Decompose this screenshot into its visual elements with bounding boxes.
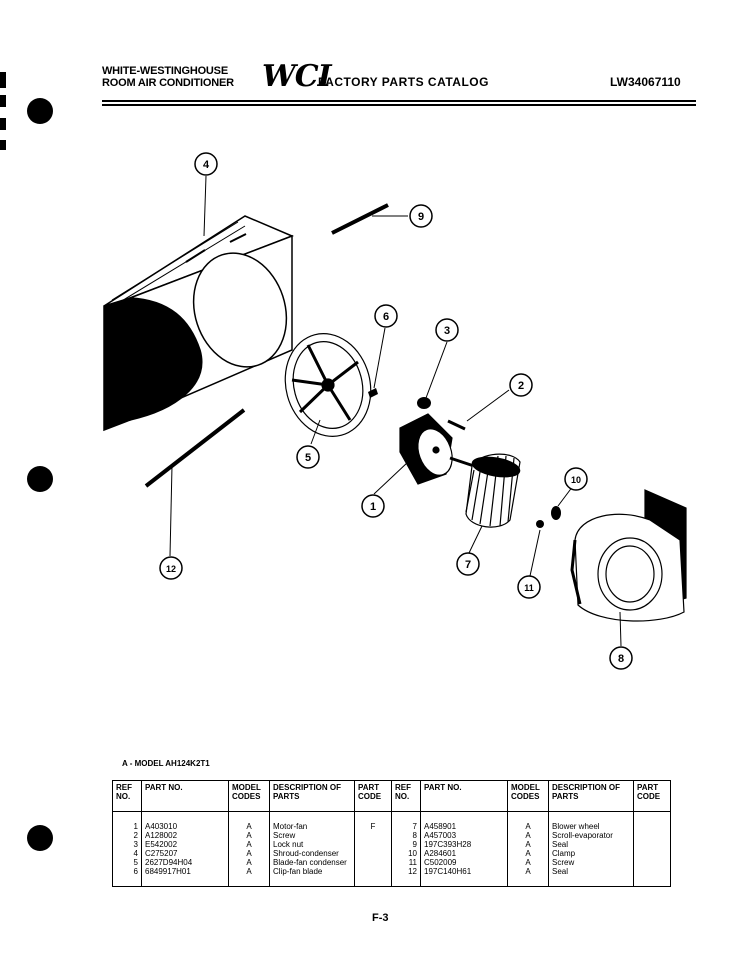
callout-4-label: 4	[203, 159, 210, 171]
seal-lower	[144, 408, 246, 488]
brand-block: WHITE-WESTINGHOUSE ROOM AIR CONDITIONER	[102, 65, 234, 89]
seal-upper	[331, 203, 389, 235]
col-ref-right: REF NO.	[391, 780, 421, 812]
callout-12-label: 12	[166, 564, 176, 574]
table-row: 6 6849917H01 A Clip-fan blade 12 197C140…	[112, 867, 671, 876]
edge-mark-2	[0, 95, 6, 107]
callout-11-label: 11	[524, 583, 534, 593]
binder-hole-bottom	[27, 825, 53, 851]
screw-2	[447, 419, 466, 431]
col-desc-left: DESCRIPTION OF PARTS	[269, 780, 355, 812]
col-code-right: PART CODE	[633, 780, 671, 812]
callout-1	[361, 494, 385, 518]
callout-7-label: 7	[465, 559, 471, 571]
parts-table-header: REF NO. PART NO. MODEL CODES DESCRIPTION…	[112, 780, 671, 812]
callout-9	[409, 204, 433, 228]
callout-9-label: 9	[418, 211, 424, 223]
edge-mark-4	[0, 140, 6, 150]
col-code-left: PART CODE	[354, 780, 392, 812]
callout-10-label: 10	[571, 475, 581, 485]
callout-12	[159, 556, 183, 580]
callout-5-label: 5	[305, 452, 311, 464]
table-spacer-row	[112, 876, 671, 887]
col-model-right: MODEL CODES	[507, 780, 549, 812]
blower-wheel	[465, 453, 521, 528]
callout-3-label: 3	[444, 325, 450, 337]
callouts	[159, 152, 633, 670]
col-part-right: PART NO.	[420, 780, 508, 812]
table-spacer-row	[112, 811, 671, 822]
catalog-number: LW34067110	[610, 75, 681, 89]
callout-6-label: 6	[383, 311, 389, 323]
col-model-left: MODEL CODES	[228, 780, 270, 812]
callout-5	[296, 445, 320, 469]
col-part-left: PART NO.	[141, 780, 229, 812]
clamp	[551, 506, 561, 520]
callout-6	[374, 304, 398, 328]
catalog-title: FACTORY PARTS CATALOG	[318, 75, 489, 89]
motor-fan	[399, 413, 475, 485]
brand-line-2: ROOM AIR CONDITIONER	[102, 77, 234, 89]
brand-line-1: WHITE-WESTINGHOUSE	[102, 65, 228, 77]
edge-mark-3	[0, 118, 6, 130]
callout-2	[509, 373, 533, 397]
binder-hole-middle	[27, 466, 53, 492]
wci-logo: WCI	[262, 59, 332, 94]
screw-11	[536, 520, 544, 528]
table-row: 5 2627D94H04 A Blade-fan condenser 11 C5…	[112, 858, 671, 867]
table-row: 2 A128002 A Screw 8 A457003 A Scroll-eva…	[112, 831, 671, 840]
callout-3	[435, 318, 459, 342]
col-desc-right: DESCRIPTION OF PARTS	[548, 780, 634, 812]
header-rule-top	[102, 100, 696, 102]
leader-lines	[169, 175, 622, 647]
model-line: A - MODEL AH124K2T1	[122, 759, 210, 768]
table-row: 3 E542002 A Lock nut 9 197C393H28 A Seal	[112, 840, 671, 849]
callout-11	[517, 575, 541, 599]
callout-8-label: 8	[618, 653, 624, 665]
header-rule-bottom	[102, 104, 696, 106]
callout-8	[609, 646, 633, 670]
table-row: 1 A403010 A Motor-fan F 7 A458901 A Blow…	[112, 822, 671, 831]
clip-fan-blade	[368, 388, 378, 398]
callout-7	[456, 552, 480, 576]
scroll-evaporator	[570, 489, 687, 622]
edge-mark-1	[0, 72, 6, 88]
parts-table: REF NO. PART NO. MODEL CODES DESCRIPTION…	[112, 780, 671, 887]
callout-1-label: 1	[370, 501, 376, 513]
shroud-condenser	[103, 215, 295, 432]
binder-hole-top	[27, 98, 53, 124]
callout-2-label: 2	[518, 380, 524, 392]
fan-blade-condenser	[284, 333, 372, 437]
table-row: 4 C275207 A Shroud-condenser 10 A284601 …	[112, 849, 671, 858]
callout-4	[194, 152, 218, 176]
lock-nut	[417, 397, 431, 409]
col-ref-left: REF NO.	[112, 780, 142, 812]
callout-10	[564, 467, 588, 491]
page-number: F-3	[372, 912, 389, 924]
